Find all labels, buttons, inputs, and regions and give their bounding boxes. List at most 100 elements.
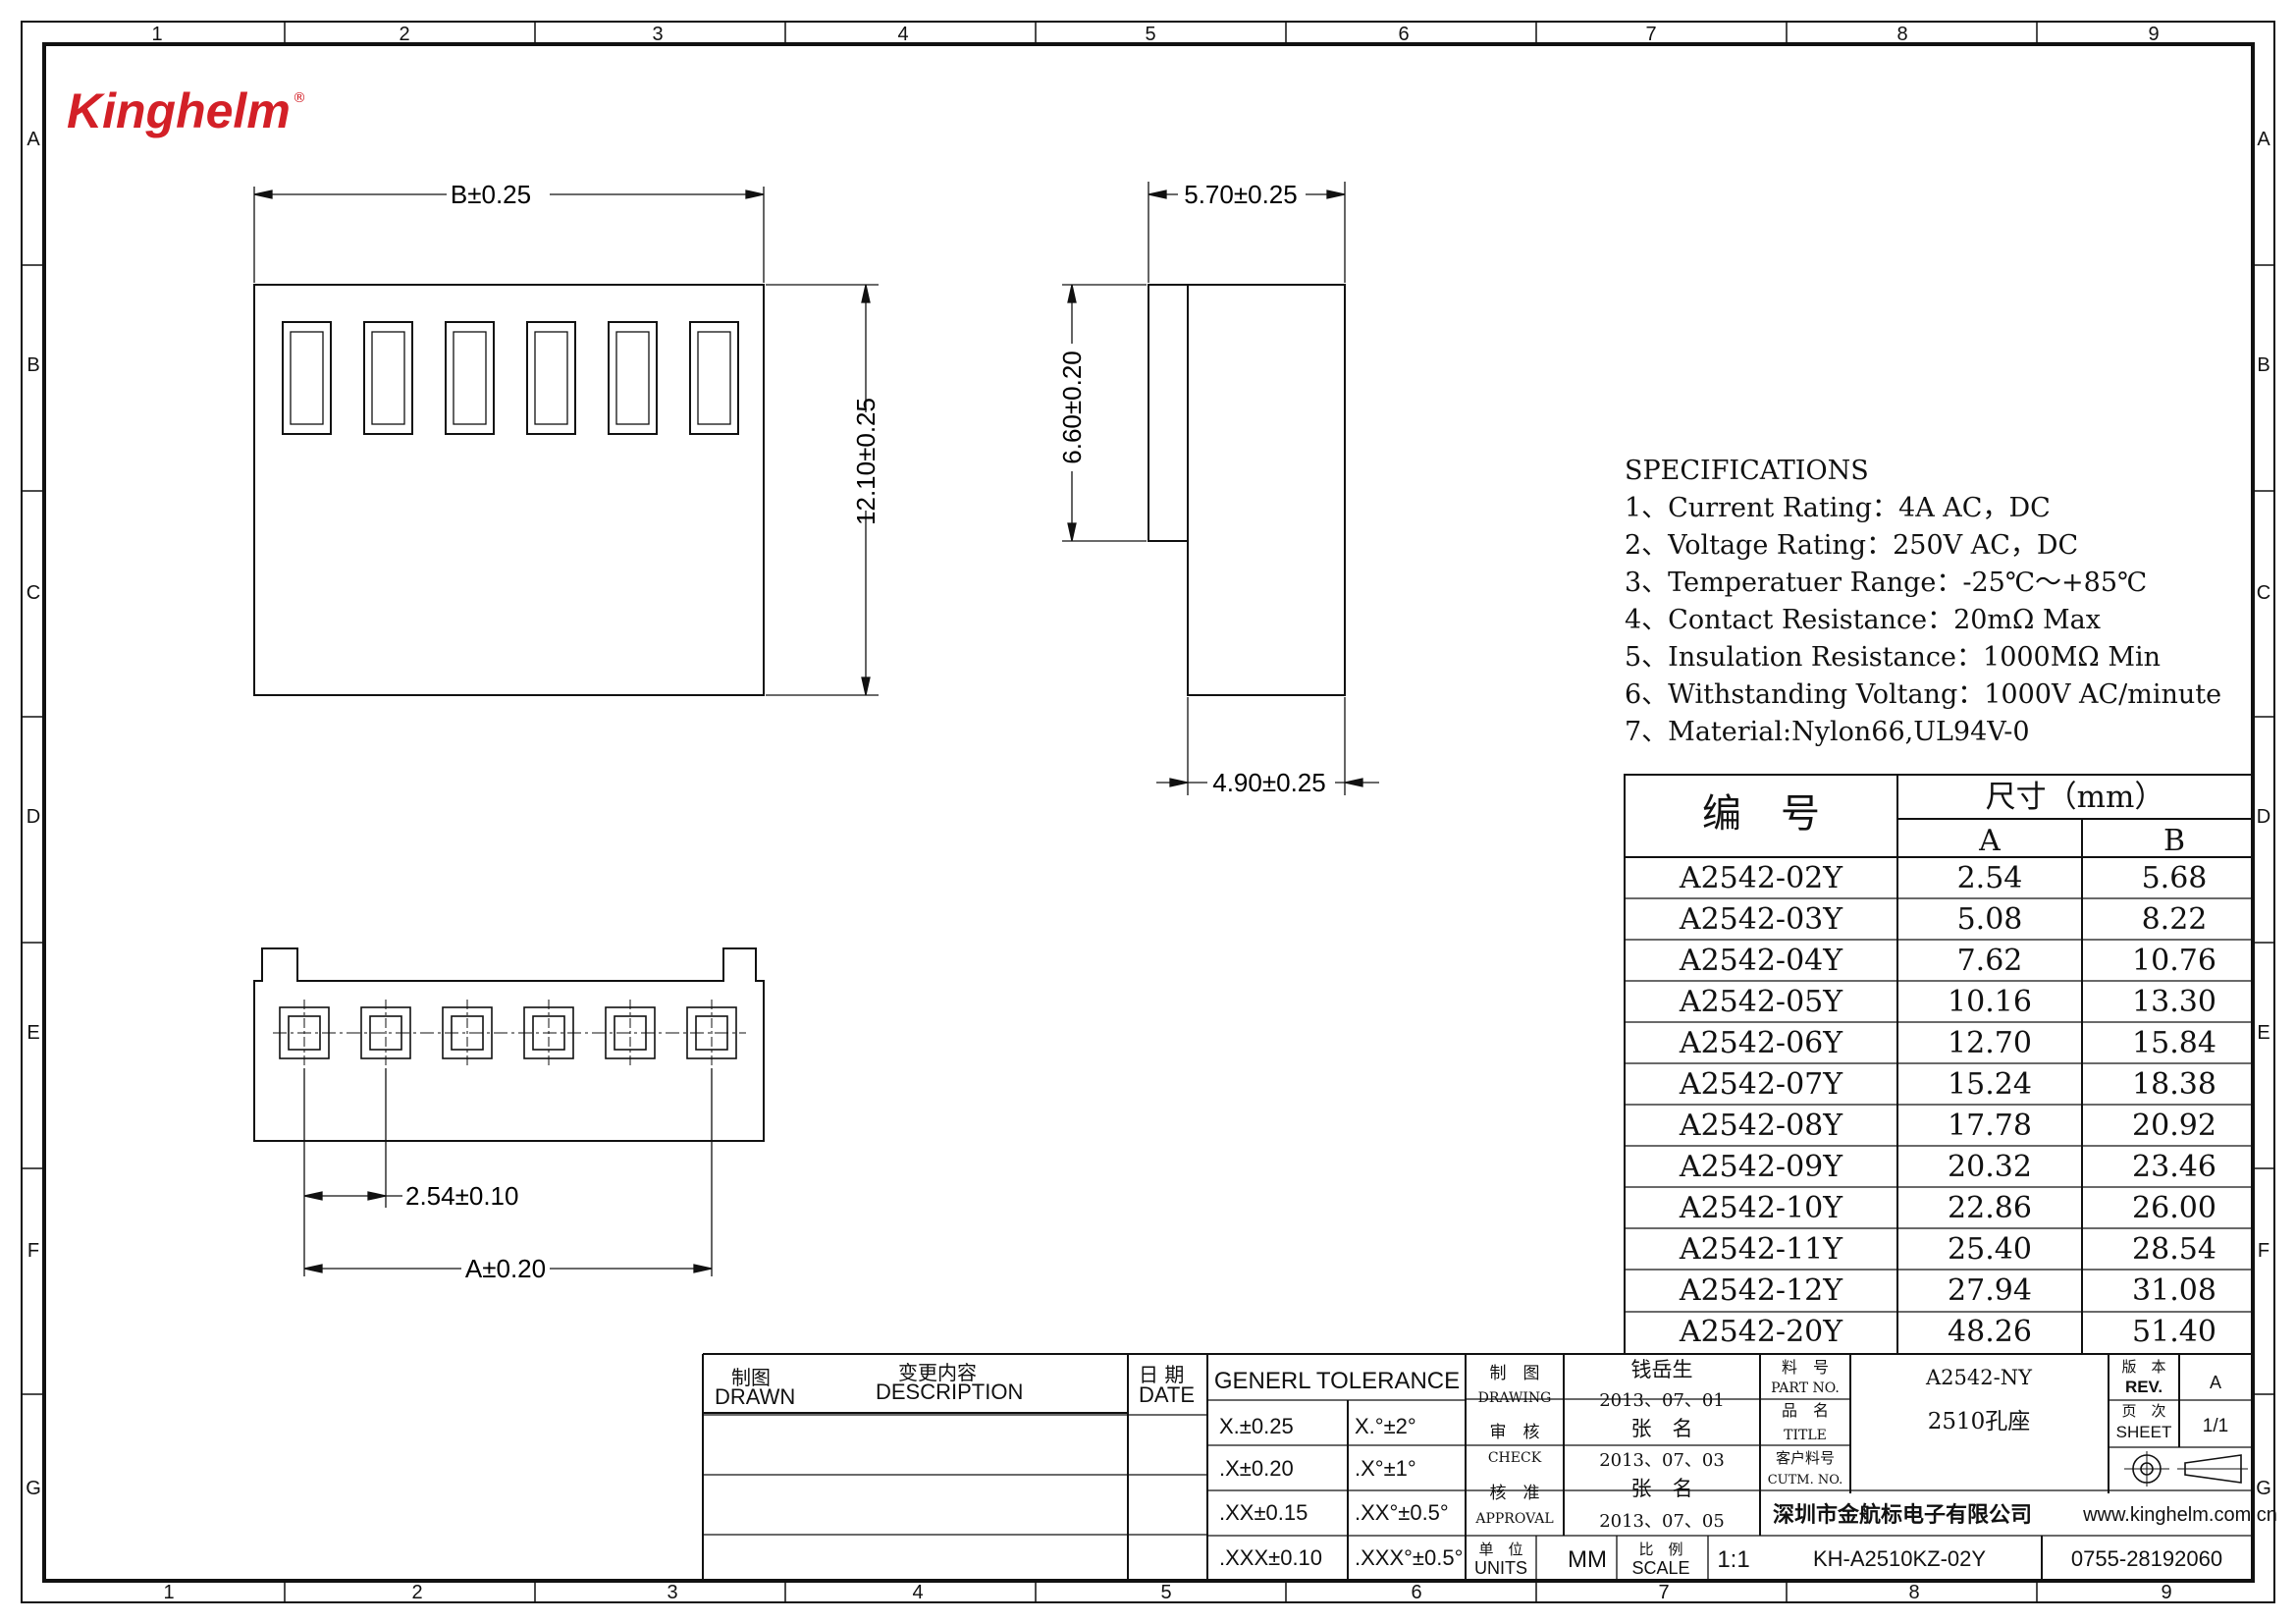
sheet-en: SHEET <box>2116 1423 2172 1441</box>
company-website: www.kinghelm.com.cn <box>2082 1504 2277 1526</box>
description-en: DESCRIPTION <box>876 1380 1023 1404</box>
table-row-a: 2.54 <box>1957 861 2023 895</box>
dim-height-label: 12.10±0.25 <box>851 398 881 525</box>
table-row-part: A2542-10Y <box>1679 1191 1843 1225</box>
table-row-a: 48.26 <box>1948 1315 2032 1349</box>
zone-row-left-g: G <box>26 1478 41 1499</box>
table-header-a: A <box>1978 824 2001 858</box>
drawing-en: DRAWING <box>1478 1390 1552 1406</box>
table-row-b: 8.22 <box>2142 902 2208 937</box>
table-row-b: 5.68 <box>2142 861 2208 895</box>
zone-row-left-a: A <box>27 129 40 150</box>
tolerance-angle: .XXX°±0.5° <box>1355 1545 1463 1570</box>
table-row-b: 26.00 <box>2132 1191 2216 1225</box>
bottom-view <box>253 947 765 1142</box>
table-row-a: 22.86 <box>1948 1191 2032 1225</box>
zone-col-top-6: 6 <box>1398 24 1409 45</box>
spec-item: 1、Current Rating：4A AC，DC <box>1625 493 2051 523</box>
zone-col-top-1: 1 <box>151 24 162 45</box>
tolerance-angle: X.°±2° <box>1355 1414 1416 1438</box>
zone-col-bottom-9: 9 <box>2161 1582 2171 1603</box>
drawing-cn: 制 图 <box>1490 1364 1540 1383</box>
front-cavities <box>282 321 739 435</box>
drawn-cn: 制图 <box>731 1366 771 1389</box>
spec-title: SPECIFICATIONS <box>1625 456 1869 486</box>
table-row-part: A2542-06Y <box>1679 1026 1843 1060</box>
sheet-value: 1/1 <box>2203 1416 2228 1436</box>
dim-side-width-lines <box>1148 182 1346 283</box>
zone-col-top-8: 8 <box>1896 24 1907 45</box>
part-no-cn: 料 号 <box>1782 1358 1829 1377</box>
zone-row-right-c: C <box>2257 582 2270 604</box>
scale-value: 1:1 <box>1717 1546 1749 1573</box>
rev-cn: 版 本 <box>2121 1358 2165 1376</box>
title-block-text: 制图 DRAWN 变更内容 DESCRIPTION 日 期 DATE GENER… <box>715 1358 2277 1578</box>
part-no-value: A2542-NY <box>1925 1366 2033 1389</box>
drawing-date: 2013、07、01 <box>1599 1390 1725 1411</box>
rev-value: A <box>2210 1373 2221 1392</box>
units-cn: 单 位 <box>1478 1541 1522 1558</box>
table-row-a: 25.40 <box>1948 1232 2032 1267</box>
spec-item: 4、Contact Resistance：20mΩ Max <box>1625 605 2101 635</box>
date-cn: 日 期 <box>1139 1363 1184 1386</box>
zone-row-right-a: A <box>2257 129 2270 150</box>
description-cn: 变更内容 <box>898 1361 977 1384</box>
table-header-part: 编 号 <box>1702 791 1820 837</box>
tolerance-title: GENERL TOLERANCE <box>1214 1368 1460 1394</box>
check-en: CHECK <box>1488 1450 1542 1466</box>
drawing-name: 钱岳生 <box>1631 1358 1693 1381</box>
check-date: 2013、07、03 <box>1599 1450 1725 1471</box>
zone-col-top-3: 3 <box>652 24 663 45</box>
zone-col-bottom-5: 5 <box>1160 1582 1171 1603</box>
registered-mark: ® <box>293 90 306 106</box>
title-en: TITLE <box>1784 1428 1827 1443</box>
dim-pitch-label: 2.54±0.10 <box>405 1181 518 1211</box>
dim-height-lines <box>766 284 879 696</box>
rev-en: REV. <box>2125 1378 2163 1396</box>
part-no-en: PART NO. <box>1771 1380 1840 1396</box>
table-row-a: 27.94 <box>1948 1273 2032 1308</box>
zone-row-left-f: F <box>27 1240 39 1262</box>
dim-a-label: A±0.20 <box>465 1254 546 1283</box>
size-table-rows: A2542-02Y 2.54 5.68 A2542-03Y 5.08 8.22 … <box>1679 861 2216 1349</box>
table-row-part: A2542-02Y <box>1679 861 1843 895</box>
bottom-contacts <box>279 1000 737 1068</box>
zone-col-top-2: 2 <box>399 24 409 45</box>
table-row-b: 31.08 <box>2132 1273 2216 1308</box>
zone-col-bottom-3: 3 <box>667 1582 677 1603</box>
table-row-b: 51.40 <box>2132 1315 2216 1349</box>
zone-col-bottom-2: 2 <box>411 1582 422 1603</box>
zone-col-top-9: 9 <box>2148 24 2159 45</box>
tolerance-angle: .X°±1° <box>1355 1456 1416 1481</box>
kinghelm-logo: Kinghelm <box>67 83 291 138</box>
scale-en: SCALE <box>1631 1558 1689 1578</box>
table-row-b: 28.54 <box>2132 1232 2216 1267</box>
check-name: 张 名 <box>1631 1417 1693 1440</box>
approval-name: 张 名 <box>1631 1477 1693 1500</box>
table-row-a: 17.78 <box>1948 1109 2032 1143</box>
dim-side-height-lines <box>1062 284 1147 542</box>
check-cn: 审 核 <box>1490 1423 1540 1442</box>
table-row-part: A2542-05Y <box>1679 985 1843 1019</box>
size-table: 编 号 尺寸（mm） A B <box>1702 780 2185 858</box>
zone-labels: 1 2 3 4 5 6 7 8 9 1 2 3 4 5 6 7 8 9 A B … <box>26 24 2271 1603</box>
tolerance-linear: X.±0.25 <box>1219 1414 1294 1438</box>
zone-col-top-7: 7 <box>1645 24 1656 45</box>
table-row-part: A2542-04Y <box>1679 944 1843 978</box>
zone-row-left-e: E <box>27 1022 39 1044</box>
specifications: SPECIFICATIONS 1、Current Rating：4A AC，DC… <box>1625 456 2221 747</box>
zone-col-bottom-7: 7 <box>1658 1582 1669 1603</box>
title-block-grid <box>702 1353 2253 1581</box>
dim-side-width-label: 5.70±0.25 <box>1184 180 1297 209</box>
zone-col-bottom-6: 6 <box>1411 1582 1421 1603</box>
zone-row-left-d: D <box>27 806 40 828</box>
tolerance-linear: .XX±0.15 <box>1219 1500 1308 1525</box>
table-row-part: A2542-20Y <box>1679 1315 1843 1349</box>
table-row-part: A2542-11Y <box>1679 1232 1843 1267</box>
table-row-a: 12.70 <box>1948 1026 2032 1060</box>
company-phone: 0755-28192060 <box>2071 1546 2222 1571</box>
drawing-number: KH-A2510KZ-02Y <box>1813 1546 1986 1571</box>
approval-date: 2013、07、05 <box>1599 1511 1725 1532</box>
approval-en: APPROVAL <box>1474 1511 1553 1527</box>
